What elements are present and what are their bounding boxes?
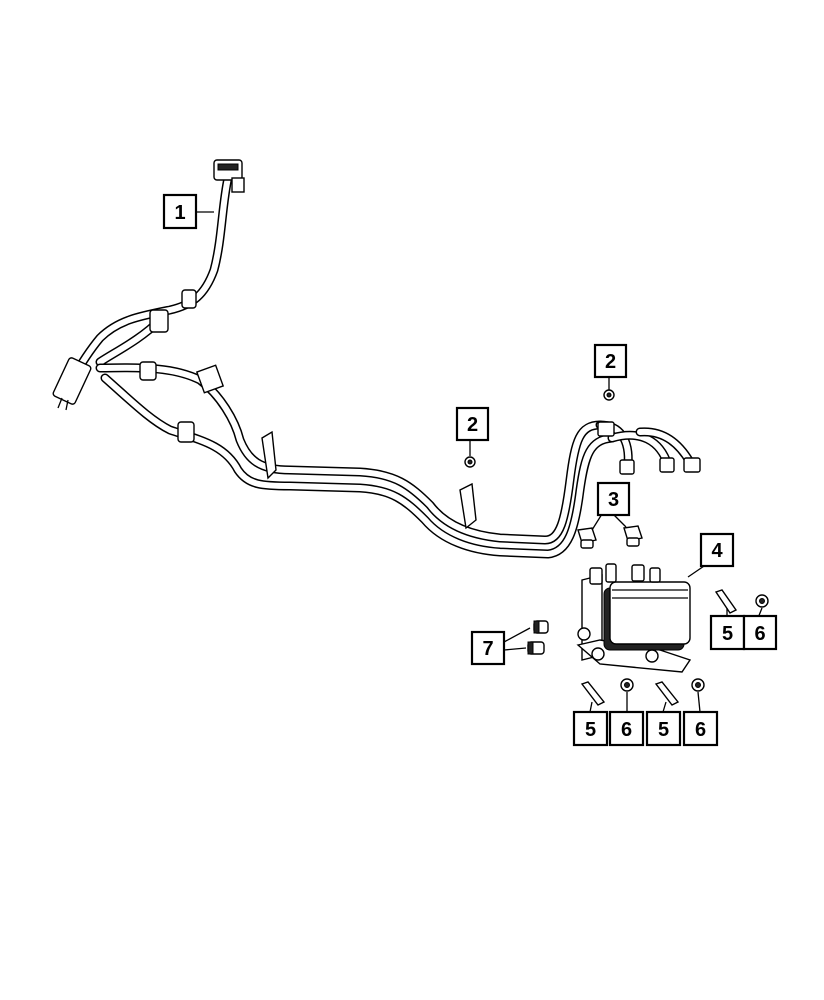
svg-text:2: 2 — [467, 414, 478, 436]
svg-text:6: 6 — [621, 719, 632, 741]
nut-part-2-b — [603, 389, 615, 401]
stud-part-5-c — [654, 681, 680, 706]
svg-text:6: 6 — [754, 623, 765, 645]
svg-text:5: 5 — [585, 719, 596, 741]
svg-text:1: 1 — [174, 202, 185, 224]
callout-3: 3 — [596, 481, 631, 517]
bolt-part-3-a — [577, 527, 597, 549]
callout-6a: 6 — [742, 614, 778, 651]
cooler-hose-assembly — [52, 159, 701, 559]
callout-5c: 5 — [645, 710, 682, 747]
nut-part-6-a — [755, 594, 769, 608]
svg-text:2: 2 — [605, 351, 616, 373]
callout-5a: 5 — [709, 614, 746, 651]
oil-cooler — [576, 563, 692, 673]
callout-5b: 5 — [572, 710, 609, 747]
callout-6b: 6 — [608, 710, 645, 747]
bolt-part-3-b — [623, 525, 643, 547]
callout-1: 1 — [162, 193, 198, 230]
svg-text:5: 5 — [722, 623, 733, 645]
nut-part-2-a — [464, 456, 476, 468]
nut-part-6-c — [691, 678, 705, 692]
callout-2a: 2 — [455, 406, 490, 442]
callout-2b: 2 — [593, 343, 628, 379]
nut-part-6-b — [620, 678, 634, 692]
callout-7: 7 — [470, 630, 506, 666]
fitting-part-7-a — [533, 620, 549, 634]
fitting-part-7-b — [527, 641, 545, 655]
svg-text:6: 6 — [695, 719, 706, 741]
stud-part-5-b — [580, 681, 606, 706]
callout-6c: 6 — [682, 710, 719, 747]
callout-4: 4 — [699, 532, 735, 568]
svg-text:5: 5 — [658, 719, 669, 741]
svg-text:3: 3 — [608, 489, 619, 511]
svg-text:7: 7 — [482, 638, 493, 660]
stud-part-5-a — [714, 589, 738, 614]
svg-text:4: 4 — [711, 540, 723, 562]
